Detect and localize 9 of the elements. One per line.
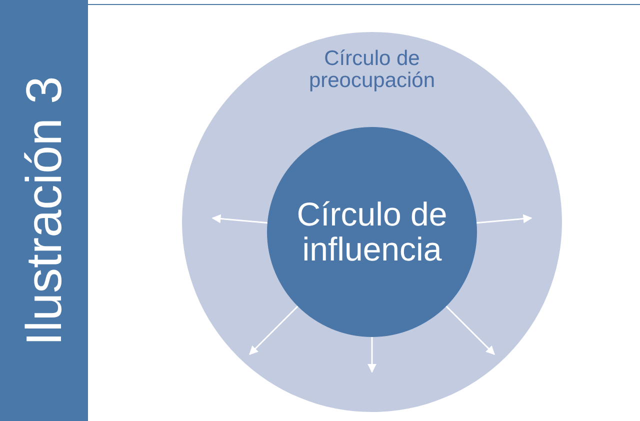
arrow	[212, 214, 268, 224]
circle-label: Círculo de preocupación	[308, 48, 436, 92]
figure-title: Ilustración 3	[18, 76, 70, 346]
arrow	[446, 306, 495, 355]
arrow	[368, 337, 376, 373]
arrow	[249, 306, 298, 355]
arrow	[476, 214, 532, 224]
circle-label: Círculo de influencia	[296, 197, 448, 267]
title-band	[0, 0, 88, 421]
